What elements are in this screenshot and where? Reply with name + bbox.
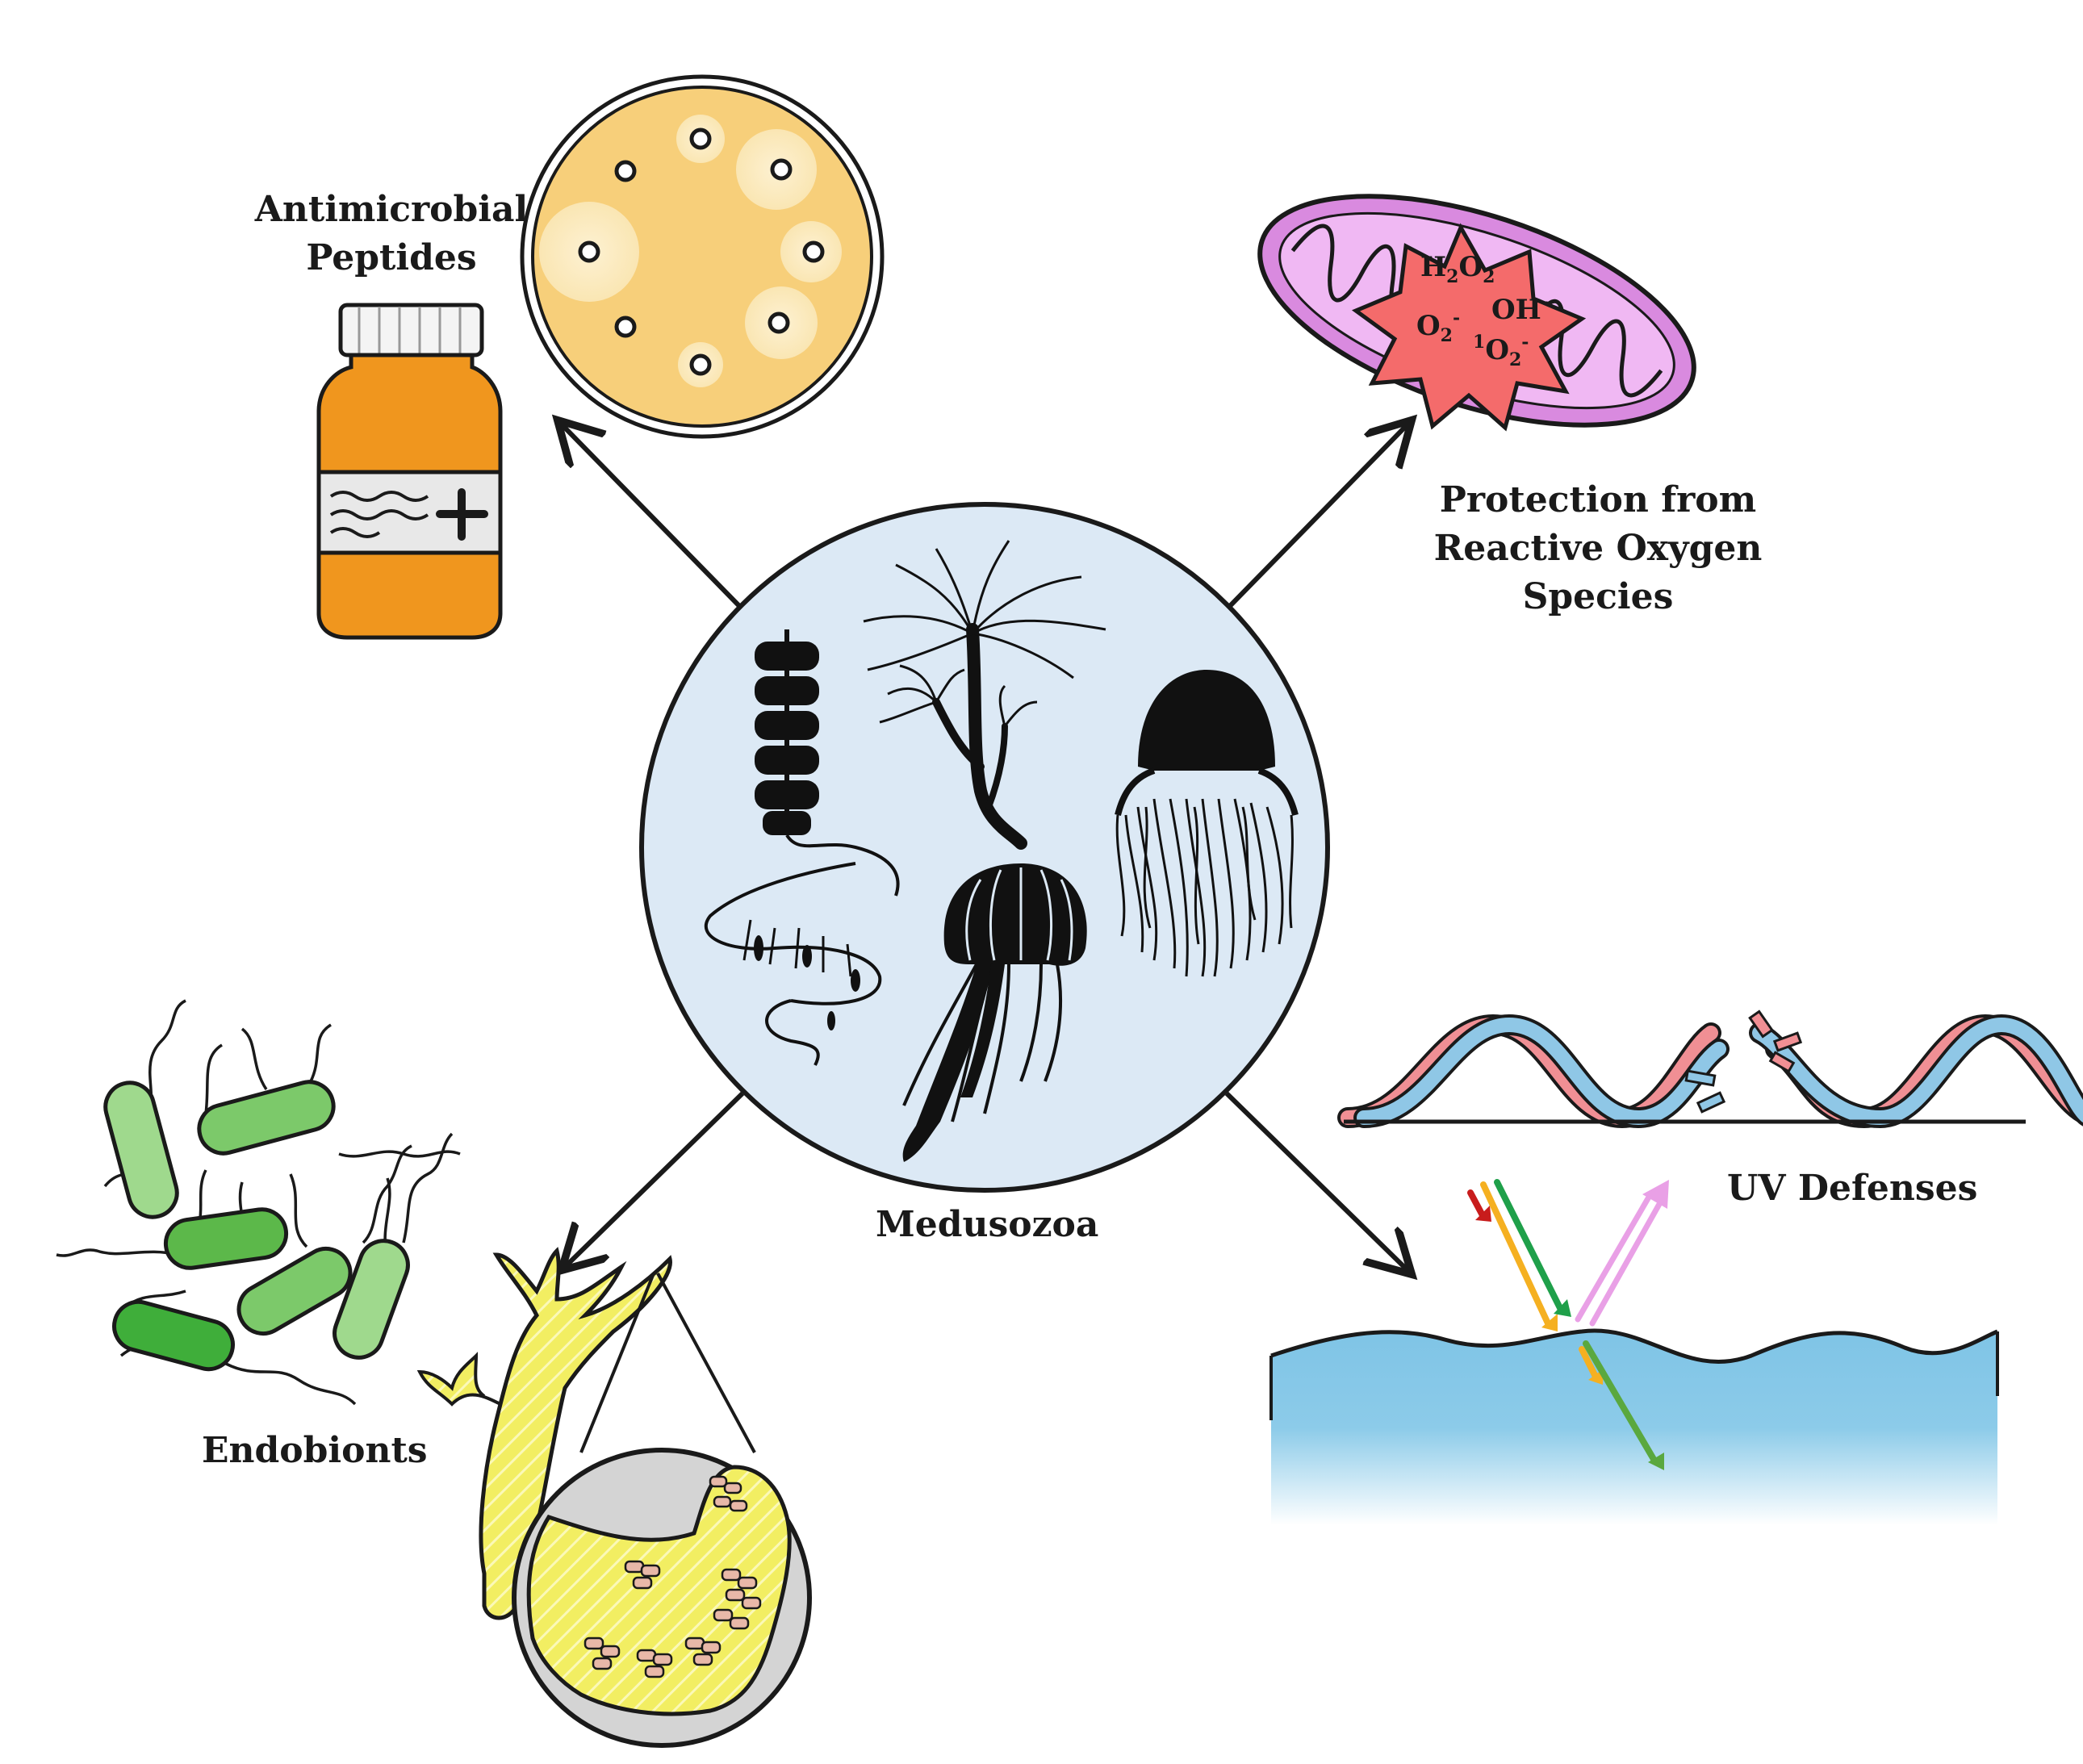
arrow-to-uv (1224, 1091, 1408, 1271)
ros-label-line2: Reactive Oxygen (1433, 528, 1763, 569)
ros-hydroxyl: OH- (1491, 291, 1549, 326)
ros-label-line3: Species (1522, 576, 1674, 617)
jellyfish-silhouette-icon (902, 863, 1087, 1162)
ros-singlet-oxygen: 1O2- (1473, 332, 1529, 370)
medusozoa-label: Medusozoa (876, 1201, 1098, 1249)
ros-h2o2: H2O2 (1420, 251, 1495, 287)
arrow-to-ros (1224, 424, 1408, 612)
magnification-cone (579, 1273, 756, 1453)
endobionts-label-text: Endobionts (202, 1430, 428, 1471)
ros-superoxide: O2- (1416, 307, 1460, 346)
ros-label-line1: Protection from (1439, 479, 1757, 520)
arrow-to-endobionts (565, 1091, 745, 1267)
box-jellyfish-silhouette-icon (1115, 670, 1299, 977)
endobionts-label: Endobionts (202, 1427, 428, 1475)
siphonophore-silhouette-icon (704, 629, 900, 1066)
medusozoa-label-text: Medusozoa (876, 1204, 1099, 1245)
ros-star-icon: H2O2 OH- O2- 1O2- (1351, 223, 1587, 432)
dna-helix-icon (1337, 1009, 2083, 1129)
arrow-to-antimicrobial (561, 424, 745, 612)
uv-defenses-label-text: UV Defenses (1727, 1168, 1978, 1209)
antimicrobial-label-line1: Antimicrobial (254, 189, 529, 230)
ros-label: Protection from Reactive Oxygen Species (1404, 476, 1792, 621)
medicine-bottle-icon (316, 303, 503, 640)
light-rays-icon (1467, 1179, 1669, 1470)
bacteria-cluster-icon (56, 999, 461, 1406)
medusozoa-circle (639, 502, 1330, 1193)
uv-defenses-label: UV Defenses (1727, 1164, 1977, 1213)
antimicrobial-label: Antimicrobial Peptides (234, 186, 549, 282)
antimicrobial-label-line2: Peptides (306, 237, 477, 278)
hydroid-polyp-silhouette-icon (863, 540, 1106, 850)
petri-dish-icon (520, 74, 885, 439)
magnified-cell-view-icon (512, 1448, 812, 1748)
